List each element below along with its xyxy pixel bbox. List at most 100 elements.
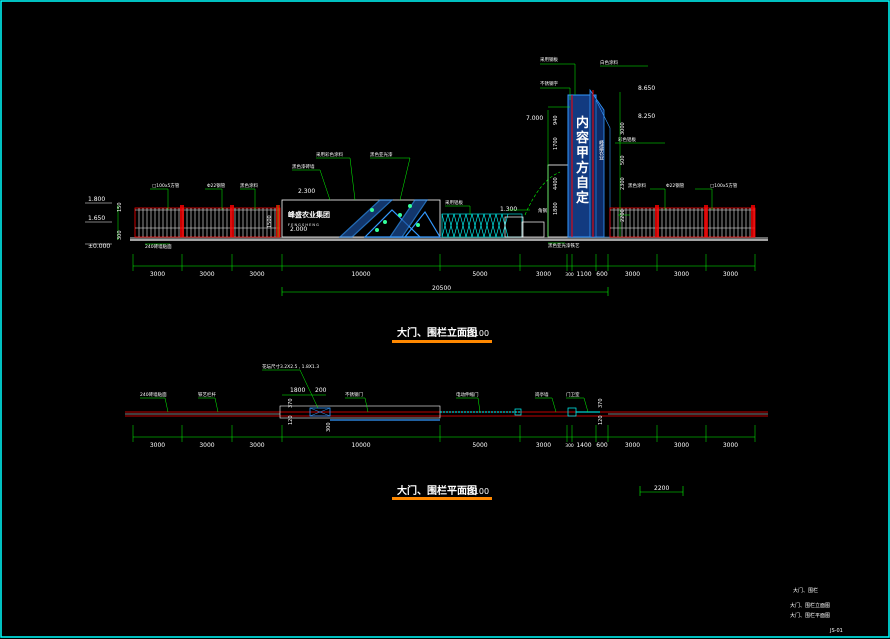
label-color-aluminum: 彩色铝板 — [618, 136, 636, 143]
plan-dim-0: 3000 — [150, 442, 165, 449]
plan-dim-200: 200 — [315, 387, 327, 394]
level-1300: 1.300 — [500, 206, 517, 213]
plan-dim-120-left: 120 — [288, 415, 294, 425]
vdim-2300: 2300 — [620, 177, 626, 190]
plan-dim-11: 3000 — [723, 442, 738, 449]
plan-dim-370-left: 370 — [288, 398, 294, 408]
plan-title: 大门、围栏平面图 — [397, 484, 477, 497]
plan-title-underline — [392, 497, 492, 500]
elev-dim-8: 600 — [596, 271, 608, 278]
plan-label-railing: 铁艺栏杆 — [198, 391, 216, 398]
vdim-1500: 1500 — [267, 215, 273, 228]
left-level-marks — [85, 202, 112, 245]
elevation-title: 大门、围栏立面图 — [397, 326, 477, 339]
right-fence — [609, 205, 756, 238]
title-block-sheet: JS-01 — [829, 628, 843, 634]
plan-label-guard-room: 门卫室 — [566, 391, 580, 398]
label-color-coating: 采用彩色涂料 — [316, 151, 343, 158]
elev-dim-10: 3000 — [674, 271, 689, 278]
label-stainless-letters: 不锈钢字 — [540, 80, 558, 87]
elevation-leaders — [145, 63, 713, 245]
level-1800: 1.800 — [88, 196, 105, 203]
level-2000: 2.000 — [290, 226, 307, 233]
sign-tower: 内容甲方自定 峰盛农业 — [547, 88, 611, 238]
label-square-tube-left: □100x5方管 — [152, 182, 180, 189]
elev-dim-0: 3000 — [150, 271, 165, 278]
total-dim-text: 20500 — [432, 285, 451, 292]
elev-dim-11: 3000 — [723, 271, 738, 278]
level-8650: 8.650 — [638, 85, 655, 92]
plan-dim-1: 3000 — [199, 442, 214, 449]
plan-dim-300: 300 — [326, 422, 332, 432]
plan-dim-370-right: 370 — [598, 398, 604, 408]
label-black-paint-left: 黑色涂料 — [240, 182, 258, 189]
label-iron-art: 黑色亚光漆铁艺 — [548, 242, 580, 249]
plan-leaders — [140, 369, 589, 413]
elev-dim-6: 300 — [565, 272, 574, 278]
vertical-dim-lines — [117, 92, 621, 240]
ground-strip — [130, 237, 768, 240]
elev-dim-1: 3000 — [199, 271, 214, 278]
title-block-line2: 大门、围栏平面图 — [790, 612, 830, 619]
plan-dim-1800: 1800 — [290, 387, 305, 394]
label-angle-steel: 角钢 — [538, 207, 547, 214]
vdim-3000: 3000 — [620, 122, 626, 135]
elevation-scale: 1:100 — [466, 329, 489, 338]
elev-dim-5: 3000 — [536, 271, 551, 278]
title-block-line1: 大门、围栏立面图 — [790, 602, 830, 609]
left-fence — [134, 205, 281, 238]
elev-dim-2: 3000 — [249, 271, 264, 278]
plan-dim-8: 600 — [596, 442, 608, 449]
vdim-940: 940 — [553, 115, 559, 125]
sign-small-text: 峰盛农业 — [598, 139, 604, 160]
plan-label-booth-wall: 岗亭墙 — [535, 391, 549, 398]
label-steel-plate: 采用钢板 — [540, 56, 558, 63]
label-black-paint-right: 黑色涂料 — [628, 182, 646, 189]
plan-dim-6: 300 — [565, 443, 574, 449]
vdim-4400: 4400 — [553, 177, 559, 190]
vdim-150: 150 — [117, 202, 123, 212]
plan-dim-10: 3000 — [674, 442, 689, 449]
elevation-title-underline — [392, 340, 492, 343]
sign-vertical-text: 内容甲方自定 — [575, 115, 589, 206]
title-block-name: 大门、围栏 — [793, 587, 818, 594]
level-1650: 1.650 — [88, 215, 105, 222]
elev-dim-4: 5000 — [472, 271, 487, 278]
extra-dim-text: 2200 — [654, 485, 669, 492]
elev-dim-7: 1100 — [576, 271, 591, 278]
label-black-brick-wall: 黑色漆砖墙 — [292, 163, 315, 170]
label-steel-pipe-right: Φ22钢管 — [666, 182, 685, 189]
elevation-view: 峰盛农业集团 F E N G S H E N G — [85, 56, 768, 343]
plan-post — [514, 408, 522, 416]
plan-dim-2: 3000 — [249, 442, 264, 449]
plan-view: 240砖墙贴面 铁艺栏杆 花坛尺寸3.2X2.5 , 1.8X1.3 不锈钢门 … — [125, 363, 768, 500]
gate-name-wall: 峰盛农业集团 F E N G S H E N G — [281, 199, 442, 238]
gate-subtitle-text: F E N G S H E N G — [288, 223, 319, 227]
elev-dim-9: 3000 — [625, 271, 640, 278]
plan-note-planter: 花坛尺寸3.2X2.5 , 1.8X1.3 — [262, 363, 319, 370]
title-block: 大门、围栏 大门、围栏立面图 大门、围栏平面图 JS-01 — [790, 587, 843, 634]
plan-dim-4: 5000 — [472, 442, 487, 449]
vdim-500: 500 — [620, 155, 626, 165]
plan-label-electric-gate: 电动伸缩门 — [456, 391, 479, 398]
label-square-tube-right: □100x5方管 — [710, 182, 738, 189]
level-8250: 8.250 — [638, 113, 655, 120]
vdim-1700: 1700 — [553, 137, 559, 150]
plan-label-stainless-gate: 不锈钢门 — [345, 391, 363, 398]
plan-dim-9: 3000 — [625, 442, 640, 449]
elev-dim-3: 10000 — [351, 271, 370, 278]
label-steel-pipe-left: Φ22钢管 — [207, 182, 226, 189]
level-0000: ±0.000 — [88, 243, 110, 250]
vdim-1800: 1800 — [553, 202, 559, 215]
gate-name-text: 峰盛农业集团 — [288, 210, 330, 219]
sliding-gate — [441, 171, 561, 238]
label-brick-veneer: 240砖墙贴面 — [145, 243, 172, 250]
vdim-2200: 2200 — [620, 209, 626, 222]
vdim-300: 300 — [117, 230, 123, 240]
plan-planter — [309, 407, 331, 417]
